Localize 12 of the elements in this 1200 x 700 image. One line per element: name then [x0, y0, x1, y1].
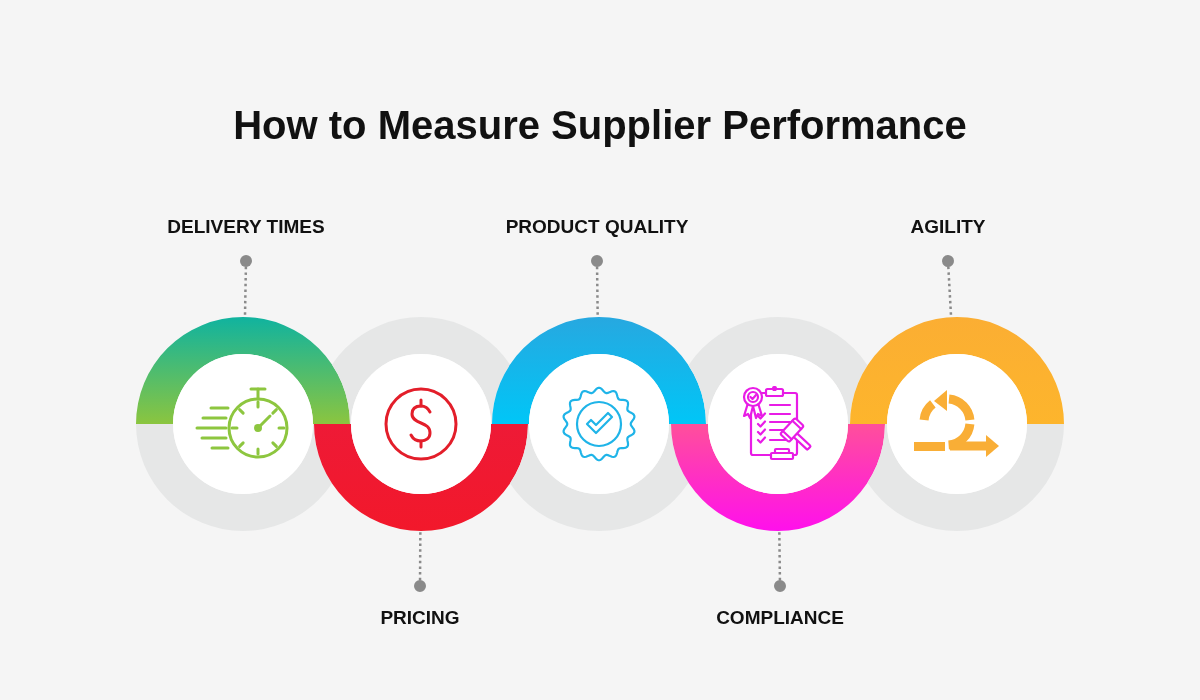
- metric-label: COMPLIANCE: [716, 605, 844, 629]
- metric-label: AGILITY: [910, 214, 986, 238]
- leader-line: [942, 255, 954, 318]
- metric-label: PRICING: [380, 605, 460, 629]
- ring: [850, 317, 1064, 531]
- leader-line: [591, 255, 603, 318]
- metric-label: DELIVERY TIMES: [167, 214, 325, 238]
- leader-line: [774, 530, 786, 592]
- metric-label: PRODUCT QUALITY: [505, 214, 689, 238]
- leader-line: [414, 531, 426, 592]
- title: How to Measure Supplier Performance: [233, 102, 967, 149]
- leader-line: [240, 255, 252, 318]
